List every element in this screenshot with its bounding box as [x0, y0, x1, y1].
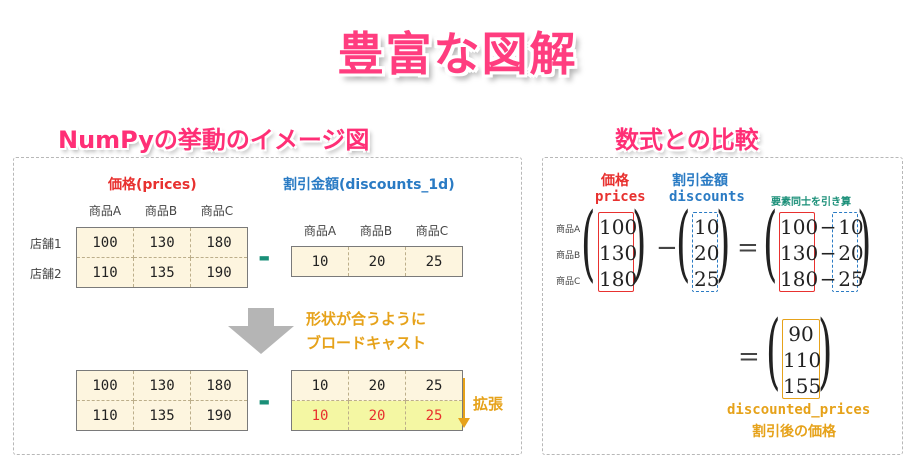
table-row: 10 20 25	[291, 246, 463, 277]
prices-col-header-b: 商品B	[144, 204, 178, 218]
expand-arrow-icon	[458, 378, 470, 428]
prices-table-after: 100 130 180 110 135 190	[76, 370, 248, 431]
product-label-a: 商品A	[556, 225, 581, 235]
diff-matrix: 100−10 130−20 180−25	[780, 214, 864, 292]
minus-sign: -	[258, 240, 271, 275]
left-paren: (	[581, 196, 596, 291]
prices-table: 100 130 180 110 135 190	[76, 227, 248, 288]
product-label-c: 商品C	[556, 277, 581, 287]
right-paren: )	[716, 196, 731, 291]
discount-cell: 20	[348, 246, 406, 277]
left-paren: (	[676, 196, 691, 291]
store-label-1: 店舗1	[30, 237, 62, 251]
left-heading: NumPyの挙動のイメージ図	[58, 126, 370, 154]
result-jp-label: 割引後の価格	[752, 424, 836, 440]
diff-prices-box	[779, 212, 815, 292]
table-row: 110 135 190	[76, 257, 248, 288]
right-heading: 数式との比較	[615, 126, 759, 154]
price-cell: 180	[190, 227, 248, 258]
price-cell: 130	[133, 370, 191, 401]
result-vector: 90 110 155	[783, 321, 822, 399]
price-cell: 110	[76, 257, 134, 288]
vector-entry: 130	[599, 241, 638, 265]
right-paren: )	[857, 196, 872, 291]
diff-discounts-box	[832, 212, 858, 292]
equals-operator: =	[737, 233, 759, 263]
price-cell: 190	[206, 407, 232, 424]
main-title: 豊富な図解	[337, 27, 578, 81]
discounts-table: 10 20 25	[291, 246, 463, 277]
price-cell: 100	[76, 370, 134, 401]
discount-cell-expanded: 20	[348, 400, 406, 431]
diff-row: 100−10	[780, 215, 864, 239]
elementwise-label: 要素同士を引き算	[771, 197, 851, 208]
prices-jp-label: 価格	[601, 173, 629, 189]
equals-operator: =	[738, 342, 760, 372]
prices-col-header-c: 商品C	[200, 204, 234, 218]
table-row: 110 135 190	[76, 400, 248, 431]
prices-col-header-a: 商品A	[88, 204, 122, 218]
store-label-2: 店舗2	[30, 267, 62, 281]
discount-col-header-b: 商品B	[359, 224, 393, 238]
price-cell: 130	[133, 227, 191, 258]
product-label-b: 商品B	[556, 251, 581, 261]
discount-cell: 10	[291, 370, 349, 401]
left-paren: (	[766, 304, 781, 399]
price-cell: 190	[206, 264, 232, 281]
right-paren: )	[818, 304, 833, 399]
expand-label: 拡張	[473, 395, 504, 413]
discount-col-header-c: 商品C	[415, 224, 449, 238]
price-cell: 100	[76, 227, 134, 258]
prices-vector-box	[598, 212, 634, 292]
vector-entry: 25	[694, 267, 720, 291]
discounts-label: 割引金額(discounts_1d)	[283, 177, 455, 193]
price-cell: 135	[133, 257, 191, 288]
price-cell: 135	[133, 400, 191, 431]
discount-cell-expanded: 10	[291, 400, 349, 431]
minus-operator: −	[656, 233, 678, 263]
vector-entry: 155	[783, 374, 822, 398]
discount-col-header-a: 商品A	[303, 224, 337, 238]
diff-row: 130−20	[780, 241, 864, 265]
table-row: 100 130 180	[76, 227, 248, 258]
vector-entry: 180	[599, 267, 638, 291]
discounts-table-broadcast: 10 20 25 10 20 25	[291, 370, 463, 431]
vector-entry: 100	[599, 215, 638, 239]
prices-en-label: prices	[595, 189, 646, 205]
discounts-vector: 10 20 25	[694, 214, 719, 292]
discount-cell: 25	[405, 370, 463, 401]
table-row-expanded: 10 20 25	[291, 400, 463, 431]
left-paren: (	[763, 196, 778, 291]
result-en-label: discounted_prices	[727, 402, 871, 418]
table-row: 10 20 25	[291, 370, 463, 401]
prices-vector: 100 130 180	[599, 214, 637, 292]
minus-sign: -	[258, 384, 271, 419]
diff-row: 180−25	[780, 267, 864, 291]
vector-entry: 110	[783, 348, 822, 372]
broadcast-note-line2: ブロードキャスト	[306, 334, 427, 352]
down-arrow-icon	[228, 308, 294, 354]
math-panel	[542, 157, 903, 455]
broadcast-note-line1: 形状が合うように	[306, 310, 427, 328]
discount-cell: 10	[291, 246, 349, 277]
vector-entry: 20	[694, 241, 720, 265]
discounts-jp-label: 割引金額	[672, 173, 728, 189]
vector-entry: 10	[694, 215, 720, 239]
discounts-vector-box	[692, 212, 718, 292]
discounts-en-label: discounts	[669, 189, 745, 205]
discount-cell-expanded: 25	[405, 400, 463, 431]
right-paren: )	[632, 196, 647, 291]
prices-label: 価格(prices)	[108, 177, 197, 193]
broadcast-note: 形状が合うように ブロードキャスト	[306, 307, 426, 355]
result-vector-box	[782, 319, 820, 399]
discount-cell: 20	[348, 370, 406, 401]
price-cell: 110	[76, 400, 134, 431]
table-row: 100 130 180	[76, 370, 248, 401]
vector-entry: 90	[788, 322, 814, 346]
price-cell: 180	[190, 370, 248, 401]
discount-cell: 25	[425, 253, 443, 270]
